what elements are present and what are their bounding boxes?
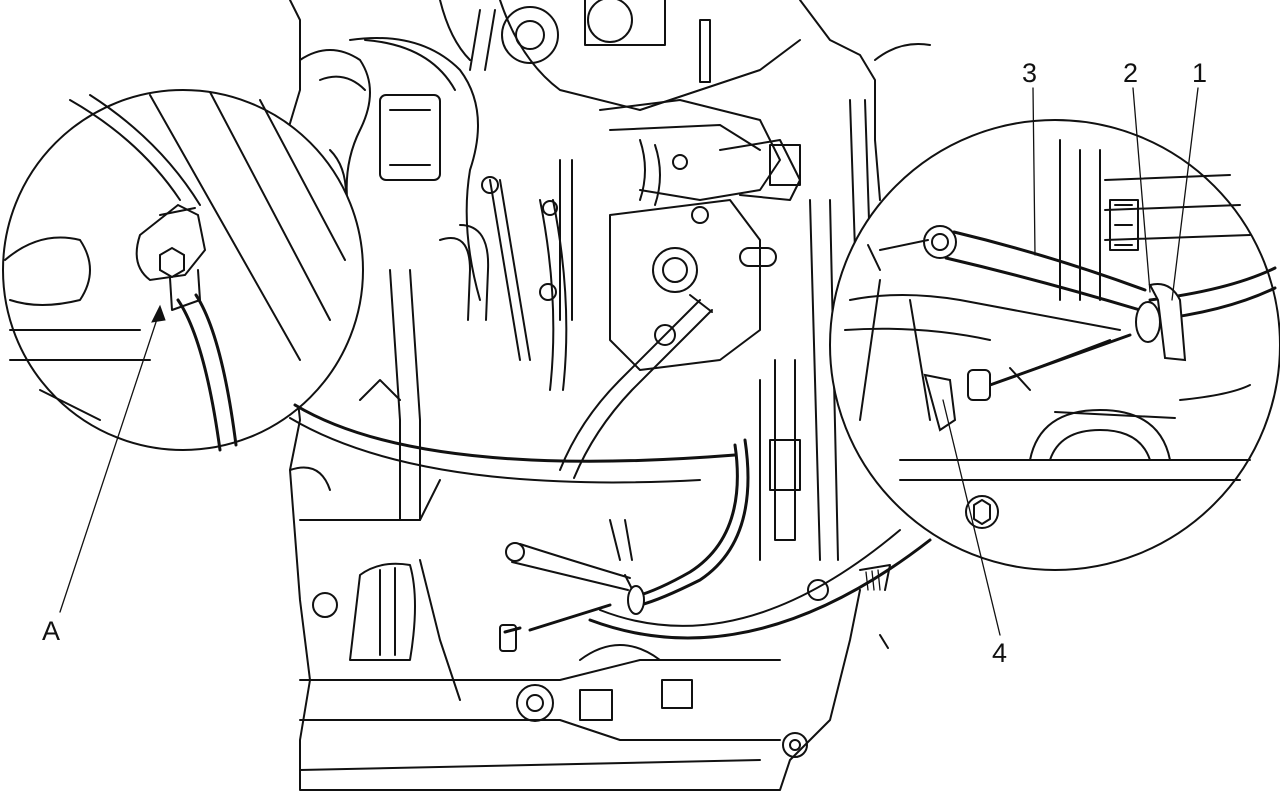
callout-leaders: [59, 87, 1199, 636]
detail-inset-right: [829, 119, 1280, 571]
inset-right-connector: [588, 538, 932, 640]
leader-1: [1171, 87, 1199, 301]
detail-inset-left: [2, 89, 364, 452]
leader-3: [1032, 87, 1036, 256]
leader-2: [1132, 87, 1151, 293]
engine-underbody-drawing: [284, 0, 931, 791]
leader-4: [942, 399, 1001, 636]
callout-label-A: A: [42, 616, 60, 646]
callout-label-4: 4: [992, 638, 1007, 668]
callout-label-1: 1: [1192, 58, 1207, 88]
inset-left-connector: [293, 403, 737, 463]
callout-label-2: 2: [1123, 58, 1138, 88]
inset-right-connector-inner: [599, 529, 901, 627]
callout-label-3: 3: [1022, 58, 1037, 88]
leader-A: [59, 309, 161, 613]
inset-left-connector-inner: [289, 417, 701, 484]
